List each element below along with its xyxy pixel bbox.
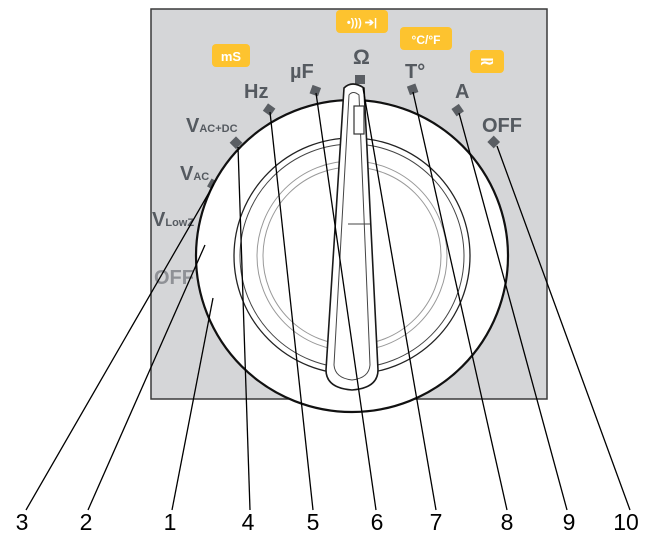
tag-ac-dc-text: ≂ [479,51,494,71]
tag-temp-unit: °C/°F [400,27,452,50]
callout-6: 6 [371,509,384,535]
label-uf: µF [290,61,314,83]
label-amps: A [455,81,469,103]
pointer-indicator [353,105,365,135]
label-v-ac-dc: VAC+DC [186,115,238,137]
tag-temp-unit-text: °C/°F [412,33,441,47]
callout-numbers: 3 2 1 4 5 6 7 8 9 10 [16,509,639,535]
tag-ms: mS [212,44,250,67]
callout-10: 10 [613,509,639,535]
tag-ac-dc: ≂ [470,50,504,73]
rotary-knob [194,83,510,414]
callout-7: 7 [430,509,443,535]
tag-ms-text: mS [221,49,242,64]
tag-continuity-diode-text: •))) ➔| [347,17,377,29]
tag-continuity-diode: •))) ➔| [336,10,388,33]
callout-8: 8 [501,509,514,535]
callout-9: 9 [563,509,576,535]
callout-5: 5 [307,509,320,535]
callout-2: 2 [80,509,93,535]
label-v-low-z: VLowZ [152,209,194,231]
callout-leader-lines [25,87,631,511]
label-temp: T° [405,61,425,83]
callout-1: 1 [164,509,177,535]
label-off-right: OFF [482,115,522,137]
label-ohm: Ω [353,46,370,69]
label-v-ac: VAC [180,163,209,185]
label-hz: Hz [244,81,268,103]
callout-4: 4 [242,509,255,535]
label-off-left: OFF [154,267,194,289]
callout-3: 3 [16,509,29,535]
